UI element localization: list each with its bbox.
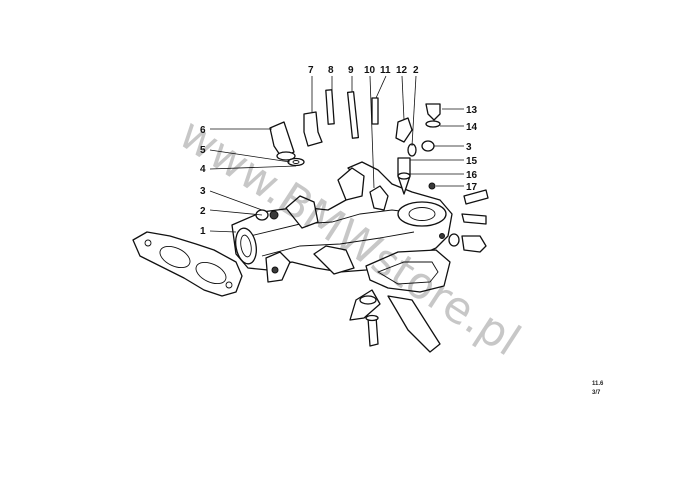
callout-14: 14 [466,122,478,133]
callout-16: 16 [466,170,478,181]
callout-10: 10 [364,65,376,76]
mounting-bracket [349,249,451,353]
callout-2-right: 2 [413,65,419,76]
callout-2: 2 [200,206,206,217]
reference-line-2: 3/7 [592,390,601,396]
callout-15: 15 [466,156,478,167]
manifold-assembly-drawing [132,75,489,353]
callout-6: 6 [200,125,206,136]
callout-1: 1 [200,226,206,237]
callout-11: 11 [380,65,391,76]
callout-9: 9 [348,65,354,76]
callout-8: 8 [328,65,334,76]
callout-17: 17 [466,182,478,193]
callout-5: 5 [200,145,206,156]
callout-labels: 1 2 3 4 5 6 7 8 9 10 11 12 2 13 14 3 15 … [200,65,478,237]
leader-lines [209,75,464,233]
callout-13: 13 [466,105,478,116]
callout-12: 12 [396,65,408,76]
intake-manifold [231,161,453,283]
diagram-reference: 11.6 3/7 [592,381,604,396]
callout-3-right: 3 [466,142,472,153]
fasteners [255,89,489,347]
manifold-gasket [132,231,243,297]
callout-4: 4 [200,164,206,175]
callout-3: 3 [200,186,206,197]
callout-7: 7 [308,65,314,76]
reference-line-1: 11.6 [592,381,604,387]
